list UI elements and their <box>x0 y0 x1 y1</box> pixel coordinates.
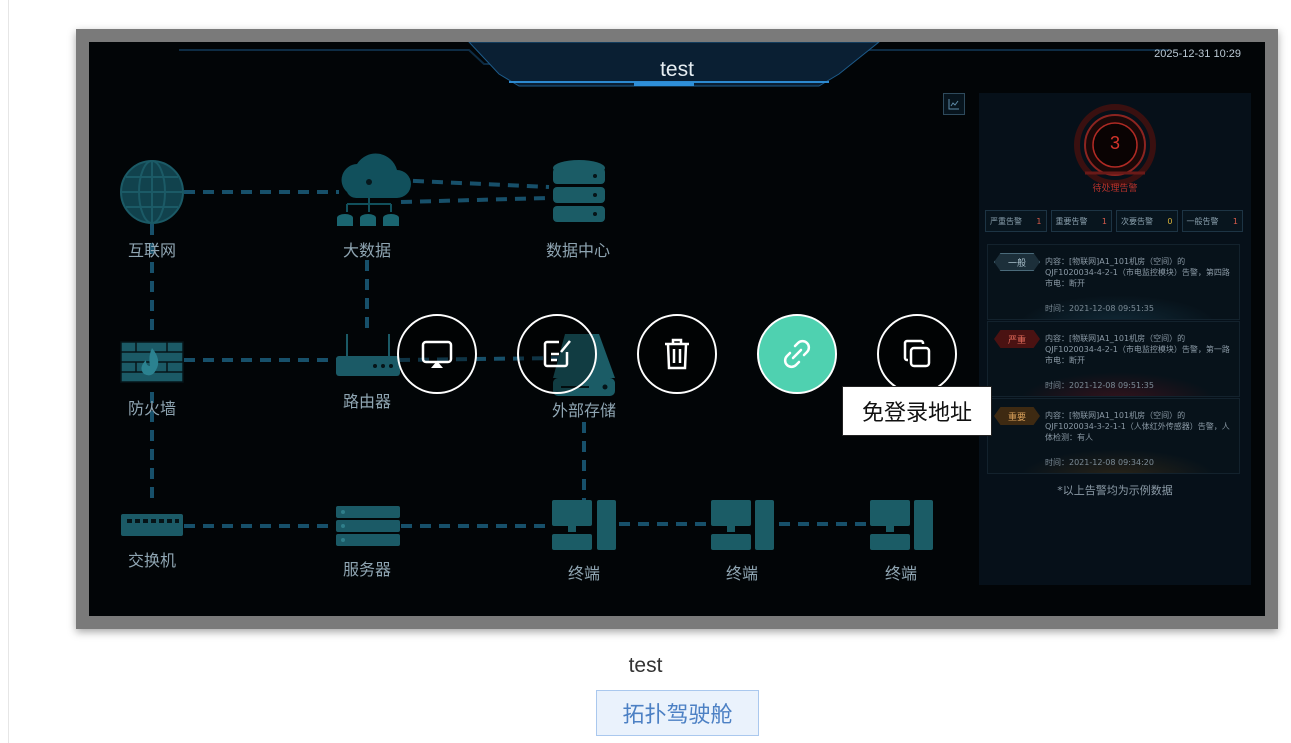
header-decoration <box>179 42 1169 87</box>
topology-graphics <box>120 42 1169 550</box>
share-link-button[interactable] <box>757 314 837 394</box>
alarm-level-badge: 重要 <box>994 407 1040 425</box>
alarm-ring-icon <box>1074 104 1156 186</box>
chart-toggle-icon <box>943 93 965 115</box>
alarm-content: 内容：[物联网]A1_101机房（空间）的QJF1020034-4-2-1（市电… <box>1045 257 1230 288</box>
card-type-tag: 拓扑驾驶舱 <box>596 690 759 736</box>
alarm-time: 时间：2021-12-08 09:51:35 <box>1045 381 1154 390</box>
alarm-list: 一般 内容：[物联网]A1_101机房（空间）的QJF1020034-4-2-1… <box>987 244 1240 475</box>
alarm-category-normal: 一般告警 1 <box>1181 210 1243 232</box>
node-label-terminal-3: 终端 <box>884 564 917 583</box>
bigdata-node-icon <box>337 153 411 226</box>
node-label-terminal-1: 终端 <box>567 564 600 583</box>
card-title: test <box>628 654 663 677</box>
dashboard-card[interactable]: test 2025-12-31 10:29 互联网 大数据 数据中心 防火墙 路… <box>76 29 1278 629</box>
dashboard-title: test <box>660 58 694 81</box>
trash-icon <box>665 338 689 370</box>
alarm-time: 时间：2021-12-08 09:51:35 <box>1045 304 1154 313</box>
node-label-storage: 外部存储 <box>551 401 616 420</box>
node-label-bigdata: 大数据 <box>342 241 391 260</box>
router-node-icon <box>336 334 400 376</box>
copy-icon <box>903 339 931 368</box>
alarm-item: 一般 内容：[物联网]A1_101机房（空间）的QJF1020034-4-2-1… <box>987 244 1240 320</box>
edit-icon <box>543 340 571 368</box>
edit-button[interactable] <box>517 314 597 394</box>
server-node-icon <box>336 506 400 546</box>
alarm-level-badge: 严重 <box>994 330 1040 348</box>
alarm-category-row: 严重告警 1 重要告警 1 次要告警 0 一般告警 1 <box>985 210 1243 232</box>
alarm-category-minor: 次要告警 0 <box>1116 210 1178 232</box>
dashboard-datetime: 2025-12-31 10:29 <box>1154 48 1241 60</box>
alarm-panel: 3 待处理告警 严重告警 1 重要告警 1 次要告警 0 一般告警 1 <box>979 93 1251 585</box>
share-link-tooltip: 免登录地址 <box>842 386 992 436</box>
node-label-router: 路由器 <box>342 392 391 411</box>
terminal-node-icons <box>552 500 933 550</box>
node-label-datacenter: 数据中心 <box>545 241 610 260</box>
node-label-terminal-2: 终端 <box>725 564 758 583</box>
present-button[interactable] <box>397 314 477 394</box>
alarm-pending-label: 待处理告警 <box>1092 184 1138 194</box>
alarm-note: *以上告警均为示例数据 <box>1057 484 1173 497</box>
screen-cast-icon <box>421 340 453 368</box>
internet-node-icon <box>120 160 184 224</box>
alarm-item: 重要 内容：[物联网]A1_101机房（空间）的QJF1020034-3-2-1… <box>987 398 1240 474</box>
alarm-category-critical: 严重告警 1 <box>985 210 1047 232</box>
node-label-firewall: 防火墙 <box>127 399 176 418</box>
firewall-node-icon <box>120 341 184 383</box>
link-icon <box>783 339 811 369</box>
alarm-count: 3 <box>1109 133 1120 153</box>
switch-node-icon <box>121 514 183 536</box>
alarm-content: 内容：[物联网]A1_101机房（空间）的QJF1020034-4-2-1（市电… <box>1045 334 1230 365</box>
alarm-item: 严重 内容：[物联网]A1_101机房（空间）的QJF1020034-4-2-1… <box>987 321 1240 397</box>
page-divider <box>8 0 9 743</box>
alarm-category-major: 重要告警 1 <box>1050 210 1112 232</box>
alarm-time: 时间：2021-12-08 09:34:20 <box>1045 458 1154 467</box>
dashboard-preview: test 2025-12-31 10:29 互联网 大数据 数据中心 防火墙 路… <box>89 42 1265 616</box>
datacenter-node-icon <box>553 160 605 222</box>
node-label-switch: 交换机 <box>127 551 176 570</box>
alarm-level-badge: 一般 <box>994 253 1040 271</box>
alarm-content: 内容：[物联网]A1_101机房（空间）的QJF1020034-3-2-1-1（… <box>1045 411 1230 442</box>
copy-button[interactable] <box>877 314 957 394</box>
node-label-server: 服务器 <box>342 560 391 579</box>
node-label-internet: 互联网 <box>127 241 176 260</box>
delete-button[interactable] <box>637 314 717 394</box>
